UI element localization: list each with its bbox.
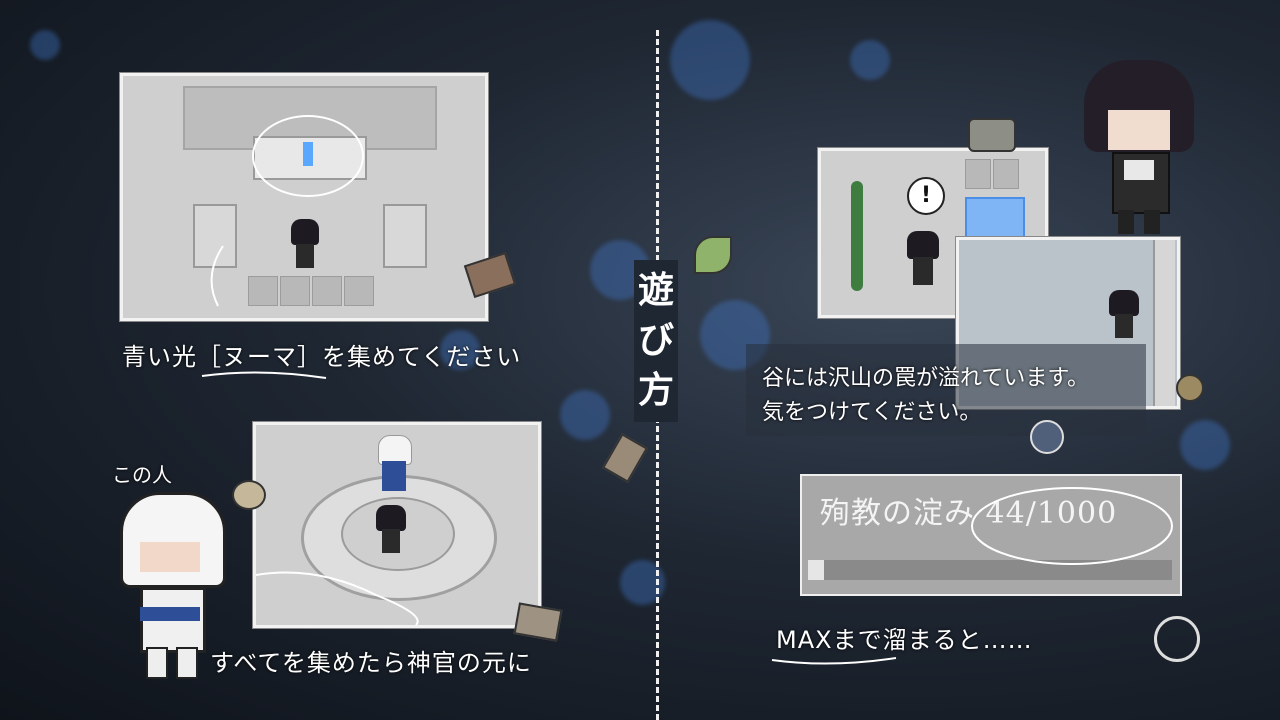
martyrdom-gauge: 殉教の淀み 44/1000 <box>800 474 1182 596</box>
player-sprite <box>1074 60 1204 236</box>
caption-traps-1: 谷には沢山の罠が溢れています。 <box>762 366 1090 391</box>
priest-sprite <box>110 492 230 679</box>
coin-item-icon <box>232 480 266 510</box>
screenshot-priest <box>253 422 541 628</box>
shard-item-icon <box>602 433 648 483</box>
gauge-fill <box>808 560 825 580</box>
necklace-item-icon <box>1154 616 1200 662</box>
gauge-label: 殉教の淀み 44/1000 <box>820 496 1118 531</box>
gauge-track <box>808 560 1172 580</box>
rock-item-icon <box>968 118 1016 152</box>
pouch-item-icon <box>1176 374 1204 402</box>
gauge-value: 44/1000 <box>985 496 1118 531</box>
annotation-this-person: この人 <box>112 463 172 487</box>
caption-traps-2: 気をつけてください。 <box>762 400 982 425</box>
leaf-item-icon <box>694 236 732 274</box>
screenshot-shrine <box>120 73 488 321</box>
scroll-item-icon <box>513 602 563 642</box>
caption-collect: 青い光［ヌーマ］を集めてください <box>122 343 522 371</box>
orb-item-icon <box>1030 420 1064 454</box>
page-title: 遊び方 <box>634 260 678 422</box>
caption-max: MAXまで溜まると…… <box>776 626 1033 654</box>
caption-return: すべてを集めたら神官の元に <box>210 649 532 677</box>
trap-note-background <box>746 344 1146 436</box>
